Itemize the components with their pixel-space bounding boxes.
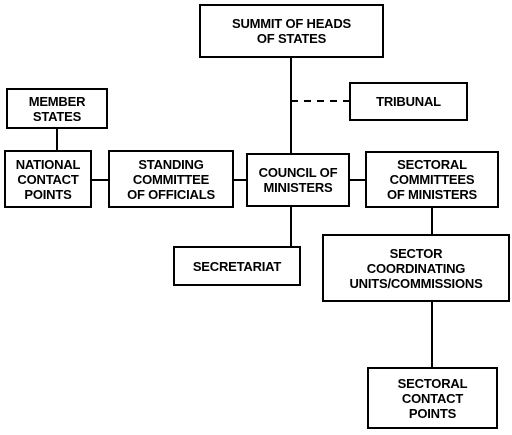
sectoral-contact-points-label: SECTORAL CONTACT POINTS: [397, 375, 468, 421]
summit-label: SUMMIT OF HEADS OF STATES: [231, 16, 352, 46]
tribunal-box: TRIBUNAL: [349, 82, 468, 121]
national-contact-points-box: NATIONAL CONTACT POINTS: [4, 150, 92, 208]
secretariat-label: SECRETARIAT: [192, 258, 282, 274]
standing-committee-label: STANDING COMMITTEE OF OFFICIALS: [127, 156, 215, 202]
council-of-ministers-box: COUNCIL OF MINISTERS: [246, 153, 350, 207]
council-of-ministers-label: COUNCIL OF MINISTERS: [258, 165, 338, 195]
sectoral-committees-label: SECTORAL COMMITTEES OF MINISTERS: [386, 157, 478, 202]
tribunal-label: TRIBUNAL: [376, 94, 441, 109]
member-states-box: MEMBER STATES: [6, 88, 108, 129]
secretariat-box: SECRETARIAT: [173, 246, 301, 286]
standing-committee-box: STANDING COMMITTEE OF OFFICIALS: [108, 150, 234, 208]
sectoral-committees-box: SECTORAL COMMITTEES OF MINISTERS: [365, 151, 499, 208]
summit-box: SUMMIT OF HEADS OF STATES: [199, 4, 384, 58]
sectoral-contact-points-box: SECTORAL CONTACT POINTS: [367, 367, 498, 429]
sector-coordinating-label: SECTOR COORDINATING UNITS/COMMISSIONS: [349, 245, 483, 291]
sector-coordinating-box: SECTOR COORDINATING UNITS/COMMISSIONS: [322, 234, 510, 302]
member-states-label: MEMBER STATES: [28, 93, 86, 124]
national-contact-points-label: NATIONAL CONTACT POINTS: [15, 156, 81, 202]
